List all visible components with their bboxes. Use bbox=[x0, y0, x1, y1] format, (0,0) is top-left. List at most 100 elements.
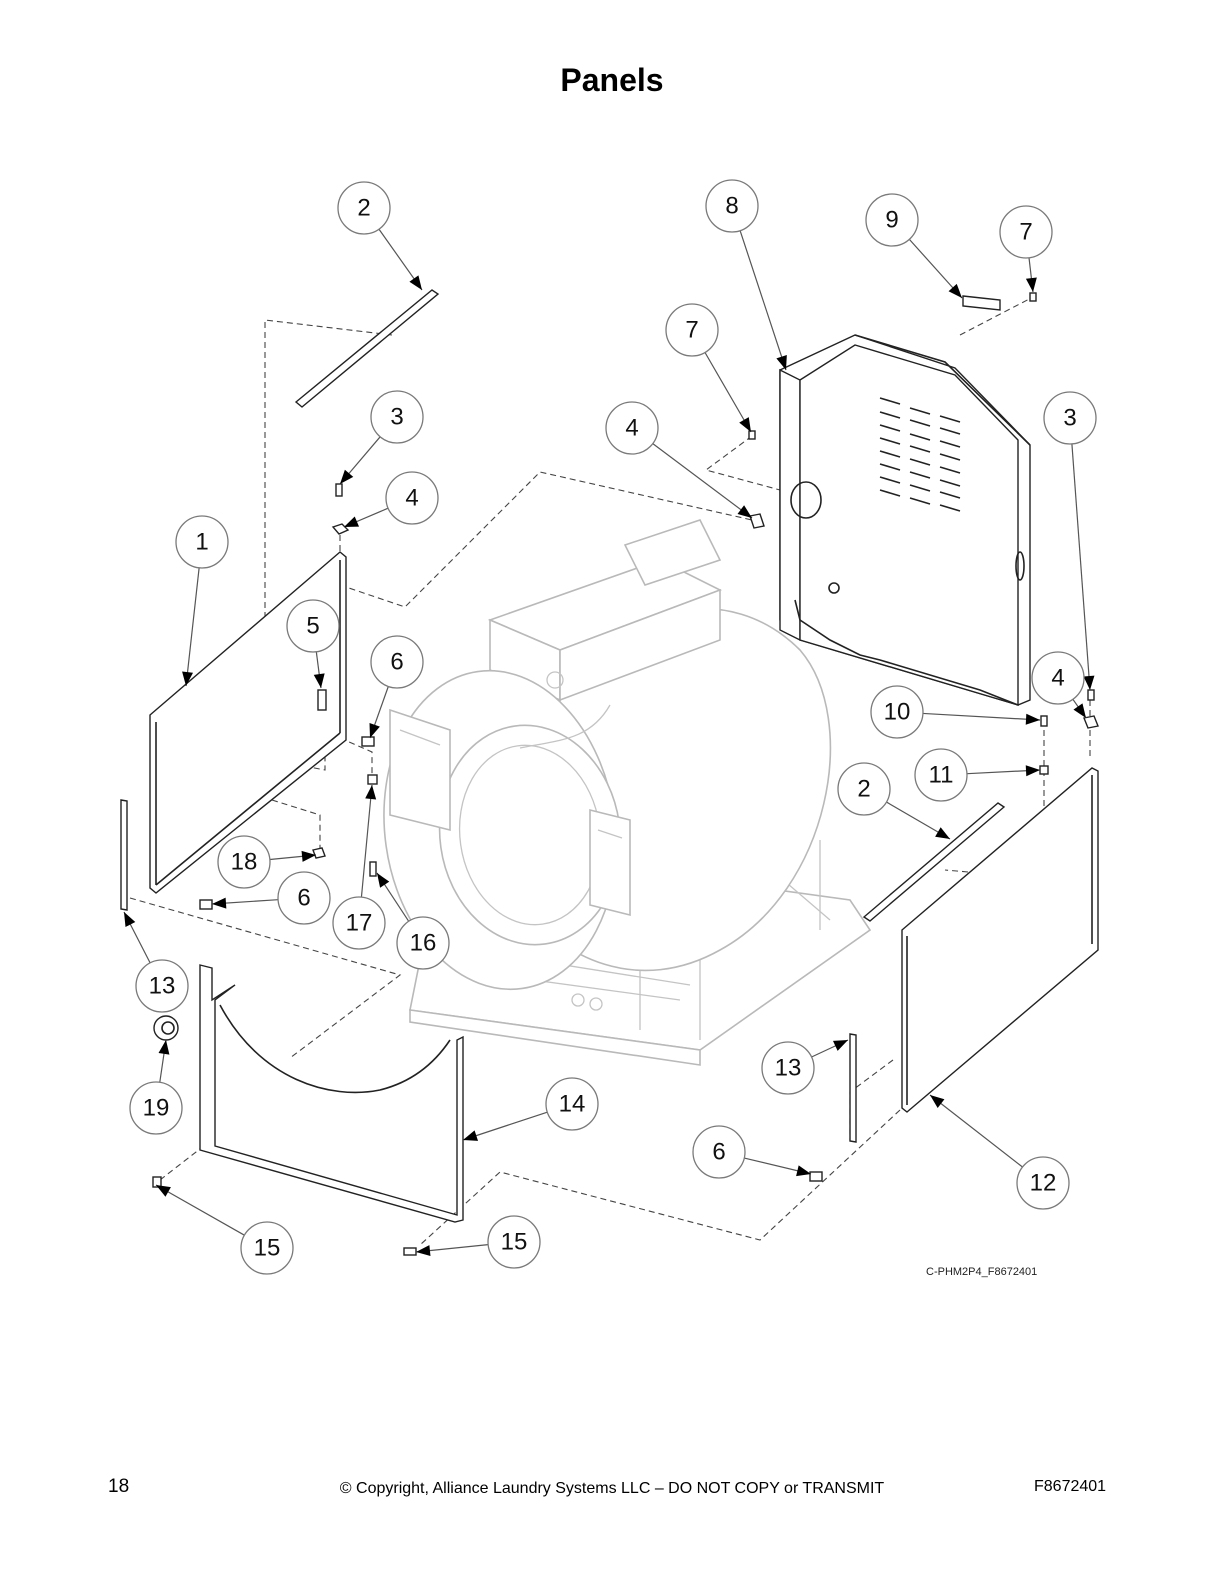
callout-number: 9 bbox=[885, 207, 898, 234]
leader-line-c-12 bbox=[929, 1094, 1023, 1168]
callout-circle bbox=[175, 515, 229, 569]
callout-number: 10 bbox=[884, 699, 911, 726]
callout-number: 19 bbox=[143, 1095, 170, 1122]
arrowhead-c-6-bottom bbox=[796, 1165, 811, 1177]
callout-c-7-top: 7 bbox=[999, 205, 1053, 259]
arrowhead-c-14 bbox=[463, 1130, 479, 1141]
callout-circle bbox=[865, 193, 919, 247]
front-lower-panel bbox=[199, 964, 464, 1223]
callout-c-4-left: 4 bbox=[385, 471, 439, 525]
callout-number: 6 bbox=[390, 649, 403, 676]
callout-circle bbox=[914, 748, 968, 802]
callout-circle bbox=[705, 179, 759, 233]
arrowhead-c-8 bbox=[776, 354, 787, 370]
arrowhead-c-1 bbox=[182, 671, 194, 686]
leader-line-c-15-left bbox=[155, 1184, 245, 1236]
arrowhead-c-11 bbox=[1025, 765, 1040, 777]
leader-line-c-14 bbox=[462, 1111, 548, 1141]
leader-line-c-1 bbox=[185, 567, 200, 687]
callout-c-4-mid: 4 bbox=[605, 401, 659, 455]
callout-circle bbox=[1031, 651, 1085, 705]
callout-c-6-lower: 6 bbox=[277, 871, 331, 925]
callout-c-5: 5 bbox=[286, 599, 340, 653]
callout-c-9: 9 bbox=[865, 193, 919, 247]
callout-circle bbox=[286, 599, 340, 653]
callout-number: 13 bbox=[149, 973, 176, 1000]
callout-c-1: 1 bbox=[175, 515, 229, 569]
arrowhead-c-4-left bbox=[344, 516, 360, 527]
callout-circle bbox=[135, 959, 189, 1013]
callout-number: 3 bbox=[390, 404, 403, 431]
arrowhead-c-15-right bbox=[416, 1245, 431, 1257]
callout-circle bbox=[1016, 1156, 1070, 1210]
arrowhead-c-12 bbox=[930, 1095, 945, 1108]
arrowhead-c-13-left bbox=[124, 912, 136, 927]
callout-number: 5 bbox=[306, 613, 319, 640]
drawing-code: C-PHM2P4_F8672401 bbox=[926, 1266, 1038, 1278]
callout-c-16: 16 bbox=[396, 916, 450, 970]
leader-line-c-8 bbox=[739, 230, 787, 371]
callout-c-15-right: 15 bbox=[487, 1215, 541, 1269]
callout-number: 12 bbox=[1030, 1170, 1057, 1197]
callout-c-3-left: 3 bbox=[370, 390, 424, 444]
callout-circle bbox=[217, 835, 271, 889]
corner-strip-left bbox=[120, 799, 128, 911]
callout-c-2-top: 2 bbox=[337, 181, 391, 235]
callout-circle bbox=[370, 635, 424, 689]
arrowhead-c-15-left bbox=[156, 1185, 171, 1197]
callout-number: 2 bbox=[357, 195, 370, 222]
arrowhead-c-2-top bbox=[409, 275, 422, 290]
top-trim-strip-right bbox=[862, 802, 1006, 922]
leader-line-c-17 bbox=[360, 784, 373, 898]
callout-number: 17 bbox=[346, 910, 373, 937]
callout-number: 15 bbox=[501, 1229, 528, 1256]
arrowhead-c-10 bbox=[1025, 713, 1040, 725]
callout-circle bbox=[396, 916, 450, 970]
callout-number: 6 bbox=[297, 885, 310, 912]
callout-c-13-right: 13 bbox=[761, 1041, 815, 1095]
callout-circle bbox=[129, 1081, 183, 1135]
callout-number: 2 bbox=[857, 776, 870, 803]
callout-c-6-left: 6 bbox=[370, 635, 424, 689]
leader-line-c-10 bbox=[922, 712, 1041, 721]
arrowhead-c-9 bbox=[948, 283, 962, 298]
callout-c-3-right: 3 bbox=[1043, 391, 1097, 445]
callout-number: 15 bbox=[254, 1235, 281, 1262]
arrowhead-c-4-right bbox=[1073, 703, 1086, 718]
callout-number: 18 bbox=[231, 849, 258, 876]
copyright-notice: © Copyright, Alliance Laundry Systems LL… bbox=[339, 1480, 885, 1497]
callout-circle bbox=[692, 1125, 746, 1179]
callout-circle bbox=[870, 685, 924, 739]
arrowhead-c-6-lower bbox=[212, 897, 227, 909]
callout-number: 14 bbox=[559, 1091, 586, 1118]
callout-c-19: 19 bbox=[129, 1081, 183, 1135]
arrowhead-c-17 bbox=[365, 785, 377, 800]
callout-c-14: 14 bbox=[545, 1077, 599, 1131]
label-plate bbox=[962, 295, 1001, 311]
callout-number: 7 bbox=[685, 317, 698, 344]
callout-number: 11 bbox=[929, 762, 954, 789]
callout-c-2-right: 2 bbox=[837, 762, 891, 816]
rear-panel bbox=[779, 334, 1031, 706]
callout-number: 13 bbox=[775, 1055, 802, 1082]
callout-c-4-right: 4 bbox=[1031, 651, 1085, 705]
callout-number: 4 bbox=[405, 485, 418, 512]
callout-circle bbox=[837, 762, 891, 816]
callout-number: 4 bbox=[625, 415, 638, 442]
callout-number: 7 bbox=[1019, 219, 1032, 246]
callout-circle bbox=[337, 181, 391, 235]
callout-number: 6 bbox=[712, 1139, 725, 1166]
callout-c-15-left: 15 bbox=[240, 1221, 294, 1275]
callout-c-7-mid: 7 bbox=[665, 303, 719, 357]
arrowhead-c-13-right bbox=[832, 1040, 848, 1051]
corner-strip-right bbox=[849, 1033, 857, 1143]
arrowhead-c-7-mid bbox=[739, 417, 751, 432]
arrowhead-c-16 bbox=[377, 873, 390, 888]
arrowhead-c-3-left bbox=[340, 469, 354, 484]
callout-circle bbox=[605, 401, 659, 455]
callout-c-13-left: 13 bbox=[135, 959, 189, 1013]
callout-circle bbox=[545, 1077, 599, 1131]
hardware bbox=[152, 292, 1099, 1256]
